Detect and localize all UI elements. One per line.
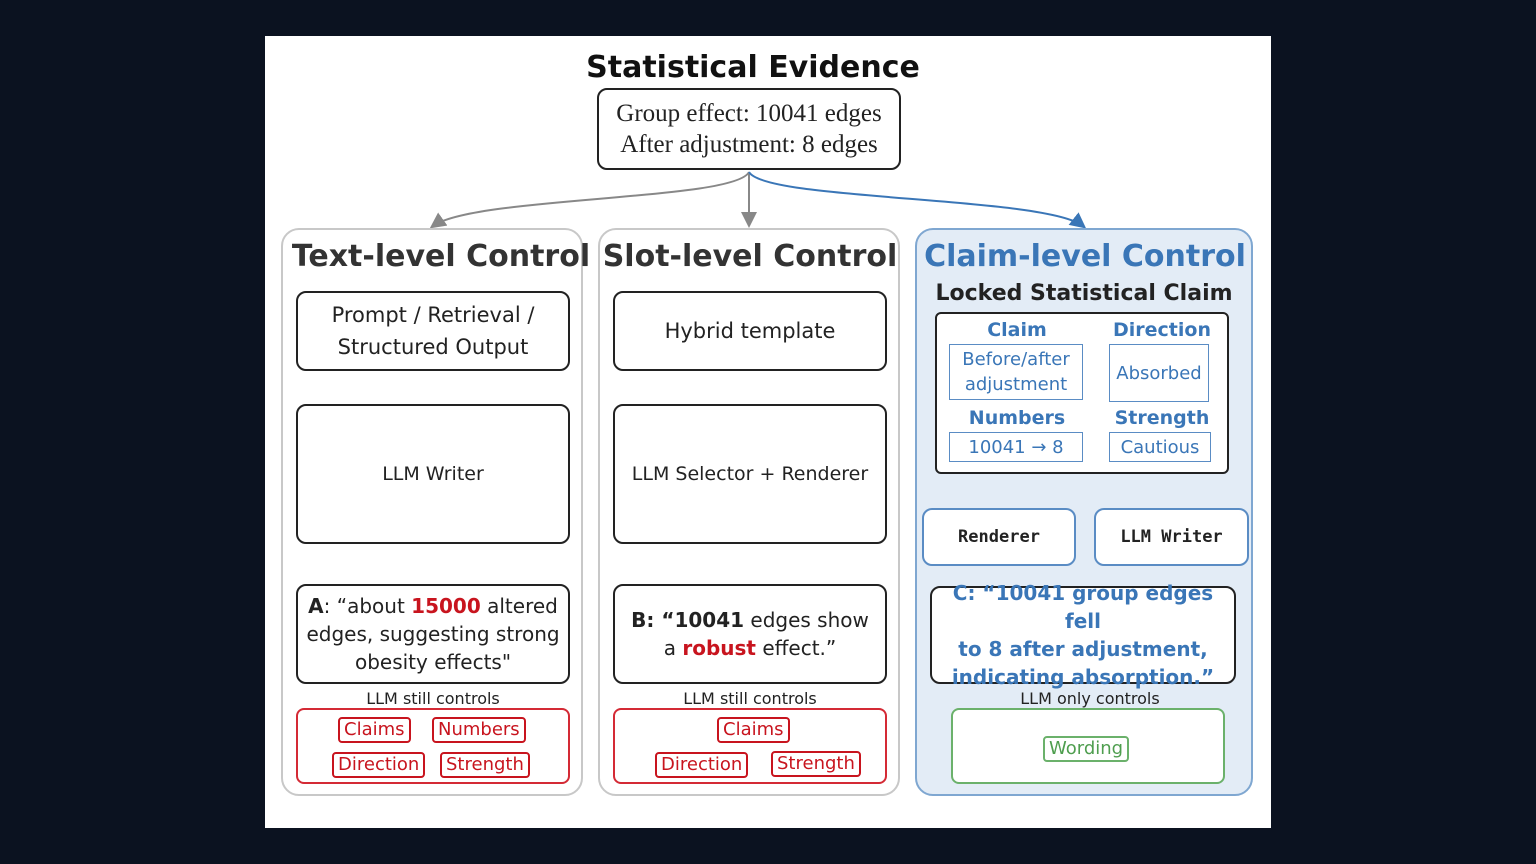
text-level-quote-box: A: “about 15000 altered edges, suggestin…	[296, 584, 570, 684]
evidence-box: Group effect: 10041 edges After adjustme…	[597, 88, 901, 170]
slot-level-title: Slot-level Control	[602, 238, 898, 274]
quote-b-line1: B: “10041 edges show	[631, 606, 869, 634]
quote-a-line1: A: “about 15000 altered	[308, 592, 558, 620]
quote-a-line3: obesity effects"	[354, 650, 512, 674]
claim-level-note: LLM only controls	[1020, 688, 1160, 708]
locked-claim-label: Locked Statistical Claim	[935, 280, 1233, 306]
quote-c-line2: to 8 after adjustment,	[958, 637, 1208, 661]
claim-field-value: Before/after adjustment	[949, 344, 1083, 400]
text-level-controls: Claims Numbers Direction Strength	[296, 708, 570, 784]
direction-field-label: Direction	[1113, 319, 1211, 341]
tag-claims: Claims	[338, 717, 411, 743]
tag-claims: Claims	[717, 717, 790, 743]
locked-claim-box: Claim Before/after adjustment Direction …	[935, 312, 1229, 474]
tag-strength: Strength	[440, 752, 530, 778]
text-level-input-line2: Structured Output	[337, 335, 529, 359]
tag-direction: Direction	[332, 752, 426, 778]
quote-a-line2: edges, suggesting strong	[306, 622, 560, 646]
claim-level-quote-box: C: “10041 group edges fell to 8 after ad…	[930, 581, 1236, 689]
quote-b-word: robust	[682, 636, 756, 660]
claim-field-label: Claim	[987, 319, 1047, 341]
quote-a-label: A	[308, 594, 324, 618]
slot-level-quote-box: B: “10041 edges show a robust effect.”	[613, 584, 887, 684]
direction-field-value: Absorbed	[1109, 344, 1209, 402]
quote-b-line2: a robust effect.”	[664, 634, 837, 662]
text-level-note: LLM still controls	[366, 688, 500, 708]
renderer-box: Renderer	[922, 508, 1076, 566]
slot-level-controls: Claims Direction Strength	[613, 708, 887, 784]
slot-level-note: LLM still controls	[683, 688, 817, 708]
quote-b-post: edges show	[744, 608, 869, 632]
text-level-input-box: Prompt / Retrieval / Structured Output	[296, 291, 570, 371]
tag-wording: Wording	[1043, 736, 1130, 762]
quote-c-line3: indicating absorption.”	[951, 665, 1215, 689]
quote-a-pre: : “about	[323, 594, 412, 618]
numbers-field-label: Numbers	[968, 407, 1066, 429]
diagram-canvas: Statistical Evidence Group effect: 10041…	[265, 36, 1271, 828]
claim-value-line2: adjustment	[964, 374, 1068, 395]
claim-writer-box: LLM Writer	[1094, 508, 1249, 566]
slot-level-template-box: Hybrid template	[613, 291, 887, 371]
locked-claim-row: Locked Statistical Claim	[931, 277, 1233, 309]
tag-numbers: Numbers	[432, 717, 526, 743]
strength-field-label: Strength	[1114, 407, 1210, 429]
claim-level-title: Claim-level Control	[924, 238, 1246, 274]
quote-a-post: altered	[480, 594, 558, 618]
claim-value-line1: Before/after	[962, 349, 1070, 370]
quote-a-number: 15000	[411, 594, 481, 618]
quote-b-post2: effect.”	[755, 636, 837, 660]
evidence-group-effect: Group effect: 10041 edges	[616, 100, 882, 127]
tag-direction: Direction	[655, 752, 749, 778]
text-level-input-line1: Prompt / Retrieval /	[331, 303, 535, 327]
quote-b-pre2: a	[663, 636, 683, 660]
evidence-after-adjustment: After adjustment: 8 edges	[620, 131, 878, 158]
quote-c-line1: C: “10041 group edges fell	[952, 581, 1214, 633]
text-level-writer-box: LLM Writer	[296, 404, 570, 544]
evidence-title: Statistical Evidence	[586, 49, 920, 85]
claim-level-controls: Wording	[951, 708, 1225, 784]
quote-b-label: B: “10041	[631, 608, 745, 632]
tag-strength: Strength	[771, 751, 861, 777]
text-level-title: Text-level Control	[291, 238, 591, 274]
slot-level-selector-box: LLM Selector + Renderer	[613, 404, 887, 544]
numbers-field-value: 10041 → 8	[949, 432, 1083, 462]
strength-field-value: Cautious	[1109, 432, 1211, 462]
